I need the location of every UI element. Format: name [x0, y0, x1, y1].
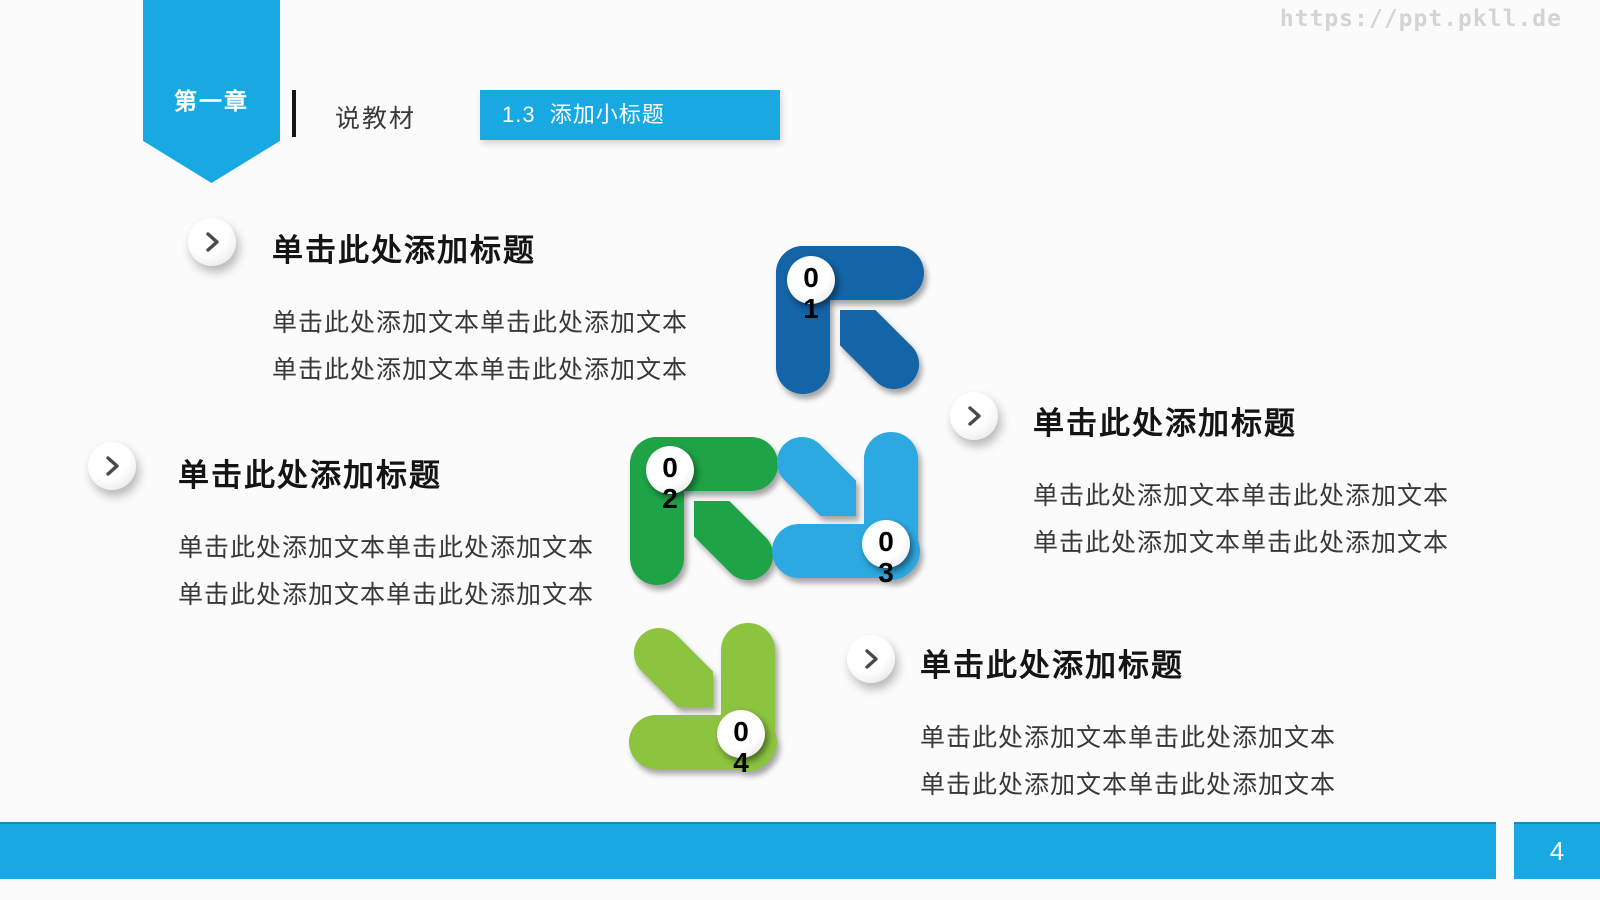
step-number-badge-04: 04 [717, 710, 765, 778]
step-arrow-04: 04 [627, 621, 777, 778]
block-1-title: 单击此处添加标题 [272, 233, 536, 268]
step-number-01: 01 [803, 262, 819, 324]
step-number-badge-01: 01 [787, 256, 835, 324]
chevron-button-3[interactable] [950, 392, 998, 440]
block-2-line-2: 单击此处添加文本单击此处添加文本 [178, 581, 595, 609]
step-arrow-03: 03 [770, 430, 920, 588]
block-2-text: 单击此处添加标题 单击此处添加文本单击此处添加文本 单击此处添加文本单击此处添加… [178, 455, 594, 619]
block-3-line-2: 单击此处添加文本单击此处添加文本 [1033, 529, 1450, 557]
page-number-box: 4 [1514, 822, 1600, 879]
block-2-title: 单击此处添加标题 [178, 458, 442, 493]
step-number-badge-03: 03 [862, 520, 910, 588]
chevron-right-icon [968, 406, 981, 426]
chevron-button-2[interactable] [88, 442, 136, 490]
block-1-text: 单击此处添加标题 单击此处添加文本单击此处添加文本 单击此处添加文本单击此处添加… [272, 230, 688, 394]
block-3-text: 单击此处添加标题 单击此处添加文本单击此处添加文本 单击此处添加文本单击此处添加… [1033, 403, 1449, 567]
block-3-title: 单击此处添加标题 [1033, 406, 1297, 441]
step-arrow-01: 01 [776, 246, 926, 396]
step-arrow-02: 02 [630, 437, 780, 587]
step-number-badge-02: 02 [646, 446, 694, 514]
step-number-03: 03 [878, 526, 894, 588]
step-number-02: 02 [662, 452, 678, 514]
arrow-shape [840, 310, 920, 390]
block-1-line-1: 单击此处添加文本单击此处添加文本 [272, 309, 689, 337]
block-2-line-1: 单击此处添加文本单击此处添加文本 [178, 534, 595, 562]
page-number: 4 [1549, 836, 1565, 866]
block-4-text: 单击此处添加标题 单击此处添加文本单击此处添加文本 单击此处添加文本单击此处添加… [920, 645, 1336, 809]
footer-bar [0, 822, 1496, 879]
step-number-04: 04 [733, 716, 749, 778]
chapter-ribbon: 第一章 [143, 0, 280, 183]
section-label: 说教材 [335, 105, 417, 133]
chevron-right-icon [206, 232, 219, 252]
watermark: https://ppt.pkll.de [1279, 6, 1562, 32]
subtitle-tab: 1.3 添加小标题 [480, 90, 780, 140]
arrow-shape [694, 501, 774, 581]
block-4-line-2: 单击此处添加文本单击此处添加文本 [920, 771, 1337, 799]
chevron-button-1[interactable] [188, 218, 236, 266]
chevron-right-icon [106, 456, 119, 476]
block-4-title: 单击此处添加标题 [920, 648, 1184, 683]
chapter-ribbon-label: 第一章 [174, 88, 249, 114]
chevron-button-4[interactable] [847, 635, 895, 683]
arrow-shape [776, 436, 856, 516]
block-3-line-1: 单击此处添加文本单击此处添加文本 [1033, 482, 1450, 510]
arrow-shape [633, 627, 713, 707]
separator-line [292, 90, 296, 137]
chevron-right-icon [865, 649, 878, 669]
block-4-line-1: 单击此处添加文本单击此处添加文本 [920, 724, 1337, 752]
block-1-line-2: 单击此处添加文本单击此处添加文本 [272, 356, 689, 384]
